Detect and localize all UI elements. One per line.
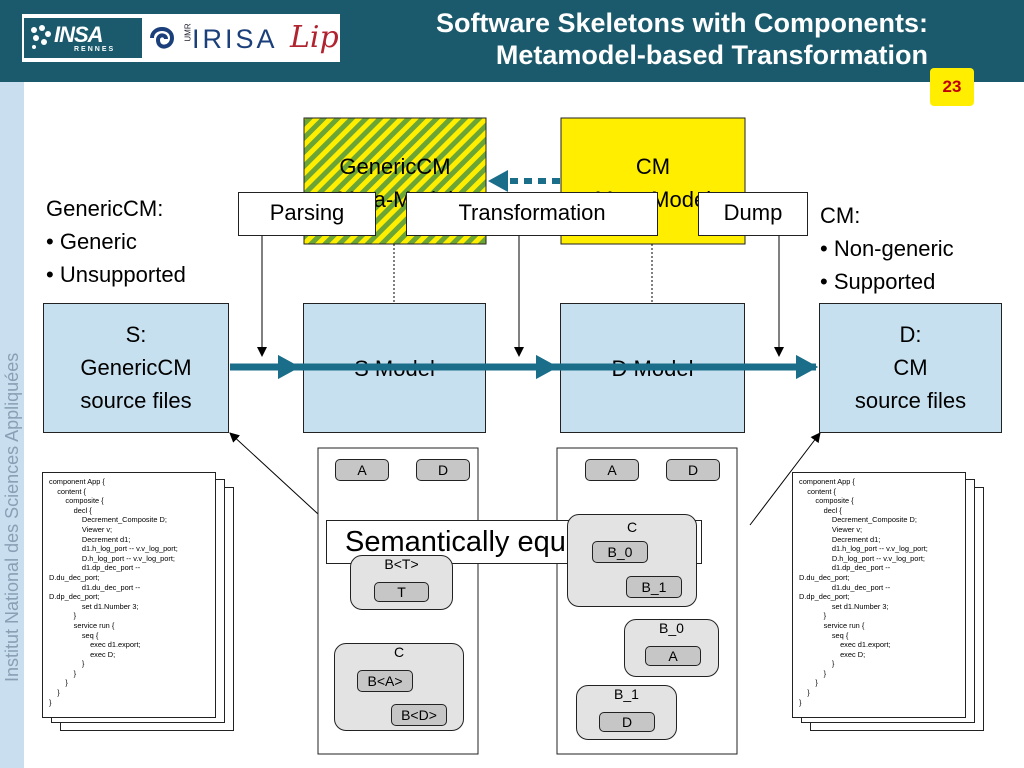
cm-description: CM: • Non-generic • Supported (820, 199, 1010, 298)
s-template-bt: B<T> T (350, 555, 453, 610)
genericcm-bullet-unsupported: • Unsupported (46, 262, 186, 287)
d-composite-c: C B_0 B_1 (567, 514, 697, 607)
d-component-d: D (666, 459, 720, 481)
d-component-b0: B_0 A (624, 619, 719, 677)
pipeline-overlay-arrowhead-3 (796, 355, 818, 379)
slide-title-line1: Software Skeletons with Components: (435, 8, 928, 38)
d-component-b1-title: B_1 (614, 686, 639, 702)
pipeline-overlay-arrowhead-1 (278, 355, 300, 379)
cm-description-title: CM: (820, 203, 861, 228)
genericcm-bullet-text: Generic (59, 229, 137, 254)
dest-code-link-arrow (749, 432, 821, 526)
transformation-step-label: Transformation (406, 192, 658, 236)
d-component-b0-inner: A (645, 646, 701, 666)
irisa-swirl-icon (150, 27, 175, 49)
lip-logo-text: Lip (290, 20, 339, 55)
s-component-d: D (416, 459, 470, 481)
d-component-b1: B_1 D (576, 685, 677, 740)
cm-metamodel-line1: CM (635, 154, 671, 179)
genericcm-metamodel-line1: GenericCM (339, 154, 451, 179)
insa-logo: INSA RENNES (24, 18, 142, 58)
source-files-line2: GenericCM (80, 355, 192, 380)
cm-bullet-text: Supported (833, 269, 936, 294)
s-template-bt-title: B<T> (384, 556, 419, 572)
pipeline-overlay-arrowhead-2 (536, 355, 558, 379)
d-composite-c-b0: B_0 (592, 541, 648, 563)
dest-code-listing: component App { content { composite { de… (799, 477, 928, 707)
source-code-listing: component App { content { composite { de… (49, 477, 178, 707)
source-files-line3: source files (80, 388, 192, 413)
insa-logo-text: INSA (54, 22, 104, 47)
genericcm-bullet-generic: • Generic (46, 229, 137, 254)
source-code-link-arrow (229, 432, 331, 526)
slide-title-line2: Metamodel-based Transformation (495, 40, 928, 70)
insa-dots-icon (31, 25, 51, 49)
dest-files-line2: CM (893, 355, 928, 380)
parsing-step-label: Parsing (238, 192, 376, 236)
irisa-logo-text: IRISA (192, 24, 278, 54)
insa-logo-subtext: RENNES (74, 46, 116, 53)
s-composite-c-ba: B<A> (357, 670, 413, 692)
d-component-b1-inner: D (599, 712, 655, 732)
pipeline-arrow-overlay (230, 355, 818, 379)
s-composite-c-bd: B<D> (391, 704, 447, 726)
logo-strip: INSA RENNES UMR IRISA Lip (22, 14, 340, 62)
cm-bullet-supported: • Supported (820, 269, 936, 294)
dest-files-line1: D: (899, 322, 922, 347)
d-component-b0-title: B_0 (659, 620, 684, 636)
cm-bullet-non-generic: • Non-generic (820, 236, 954, 261)
genericcm-description-title: GenericCM: (46, 196, 164, 221)
s-composite-c: C B<A> B<D> (334, 643, 464, 731)
s-composite-c-title: C (393, 644, 405, 660)
cm-bullet-text: Non-generic (833, 236, 954, 261)
dest-code-page: component App { content { composite { de… (792, 472, 966, 718)
genericcm-description: GenericCM: • Generic • Unsupported (46, 192, 236, 291)
side-band (0, 82, 24, 768)
source-code-page: component App { content { composite { de… (42, 472, 216, 718)
d-composite-c-b1: B_1 (626, 576, 682, 598)
d-component-a: A (585, 459, 639, 481)
page-number-badge: 23 (930, 68, 974, 106)
s-component-a: A (335, 459, 389, 481)
metamodel-mapping-arrowhead (488, 170, 508, 192)
dest-files-box: D: CM source files (819, 303, 1002, 433)
source-files-box: S: GenericCM source files (43, 303, 229, 433)
dump-step-label: Dump (698, 192, 808, 236)
dest-files-line3: source files (854, 388, 967, 413)
s-template-bt-param: T (374, 582, 429, 602)
genericcm-bullet-text: Unsupported (59, 262, 186, 287)
source-files-line1: S: (125, 322, 147, 347)
d-composite-c-title: C (626, 519, 638, 535)
